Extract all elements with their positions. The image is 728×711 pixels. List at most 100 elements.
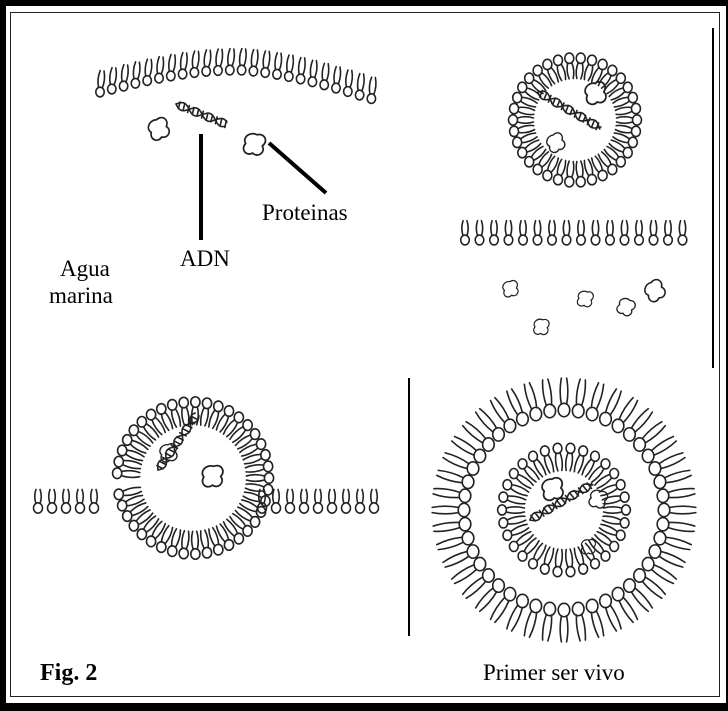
phospholipid xyxy=(543,59,558,83)
phospholipid xyxy=(533,221,542,245)
panel-vesicle-budding xyxy=(0,370,405,640)
phospholipid xyxy=(246,473,273,484)
phospholipid xyxy=(558,378,570,416)
phospholipid xyxy=(48,490,57,514)
phospholipid xyxy=(591,221,600,245)
phospholipid xyxy=(510,125,535,136)
phospholipid xyxy=(273,53,282,79)
phospholipid xyxy=(624,409,653,441)
protein-pointer-line xyxy=(269,143,326,193)
phospholipid xyxy=(574,446,587,473)
phospholipid xyxy=(328,490,337,514)
phospholipid xyxy=(678,221,687,245)
phospholipid xyxy=(114,487,141,499)
protein xyxy=(542,478,563,501)
phospholipid xyxy=(657,518,695,532)
phospholipid xyxy=(114,456,141,468)
phospholipid xyxy=(566,549,575,577)
phospholipid xyxy=(624,579,653,611)
label-sea-water-line1: Agua xyxy=(60,256,110,282)
phospholipid xyxy=(592,156,607,180)
phospholipid xyxy=(157,404,173,431)
phospholipid xyxy=(370,490,379,514)
phospholipid xyxy=(548,221,557,245)
protein xyxy=(575,289,595,310)
phospholipid xyxy=(342,490,351,514)
phospholipid xyxy=(62,490,71,514)
phospholipid xyxy=(76,490,85,514)
phospholipid xyxy=(146,521,165,546)
phospholipid xyxy=(553,549,562,577)
phospholipid xyxy=(214,49,223,75)
phospholipid xyxy=(606,221,615,245)
phospholipid xyxy=(308,60,317,86)
phospholipid xyxy=(543,602,556,641)
phospholipid xyxy=(356,490,365,514)
phospholipid xyxy=(190,51,199,77)
phospholipid xyxy=(589,459,610,482)
label-sea-water-line2: marina xyxy=(49,283,113,309)
phospholipid xyxy=(226,49,235,75)
phospholipid xyxy=(433,518,471,532)
phospholipid xyxy=(518,459,539,482)
phospholipid xyxy=(554,55,566,80)
phospholipid xyxy=(509,115,534,125)
phospholipid xyxy=(540,446,553,473)
caption-first-living-being: Primer ser vivo xyxy=(483,660,625,686)
panel-vesicle-forming-drawing xyxy=(420,0,720,360)
phospholipid xyxy=(584,55,596,80)
phospholipid xyxy=(452,437,486,463)
panel-first-living-being-drawing xyxy=(412,370,717,640)
phospholipid xyxy=(96,71,105,97)
phospholipid xyxy=(216,524,233,550)
phospholipid xyxy=(475,221,484,245)
phospholipid xyxy=(577,221,586,245)
phospholipid xyxy=(261,51,270,77)
phospholipid xyxy=(314,490,323,514)
phospholipid xyxy=(272,490,281,514)
phospholipid xyxy=(300,490,309,514)
dna-strand xyxy=(536,89,602,132)
phospholipid xyxy=(657,489,695,503)
phospholipid xyxy=(476,409,505,441)
phospholipid xyxy=(498,505,525,515)
phospholipid xyxy=(332,67,341,93)
phospholipid xyxy=(191,531,200,559)
phospholipid xyxy=(507,389,528,426)
phospholipid xyxy=(285,55,294,81)
phospholipid xyxy=(178,53,187,79)
phospholipid xyxy=(191,397,200,425)
phospholipid xyxy=(108,68,117,94)
phospholipid xyxy=(432,503,470,516)
phospholipid xyxy=(604,505,631,515)
protein xyxy=(642,278,667,304)
panel-vesicle-forming xyxy=(420,0,720,360)
phospholipid xyxy=(617,115,642,125)
panel-sea-water: Proteinas ADN Agua marina xyxy=(0,0,420,360)
phospholipid xyxy=(600,594,621,631)
phospholipid xyxy=(249,50,258,76)
panel-first-living-being xyxy=(412,370,717,640)
protein xyxy=(545,132,566,154)
phospholipid xyxy=(615,103,640,114)
phospholipid xyxy=(113,468,140,479)
phospholipid xyxy=(119,65,128,91)
phospholipid xyxy=(296,58,305,84)
phospholipid xyxy=(476,579,505,611)
phospholipid xyxy=(202,50,211,76)
phospholipid xyxy=(452,557,486,583)
phospholipid xyxy=(461,221,470,245)
protein xyxy=(200,463,225,489)
phospholipid xyxy=(649,221,658,245)
phospholipid xyxy=(592,59,607,83)
phospholipid xyxy=(155,57,164,83)
phospholipid xyxy=(504,221,513,245)
phospholipid xyxy=(615,125,640,136)
protein xyxy=(532,317,551,337)
phospholipid xyxy=(554,159,566,184)
protein xyxy=(585,82,606,105)
phospholipid xyxy=(540,547,553,574)
protein xyxy=(503,281,518,297)
phospholipid xyxy=(635,221,644,245)
protein xyxy=(240,130,267,158)
